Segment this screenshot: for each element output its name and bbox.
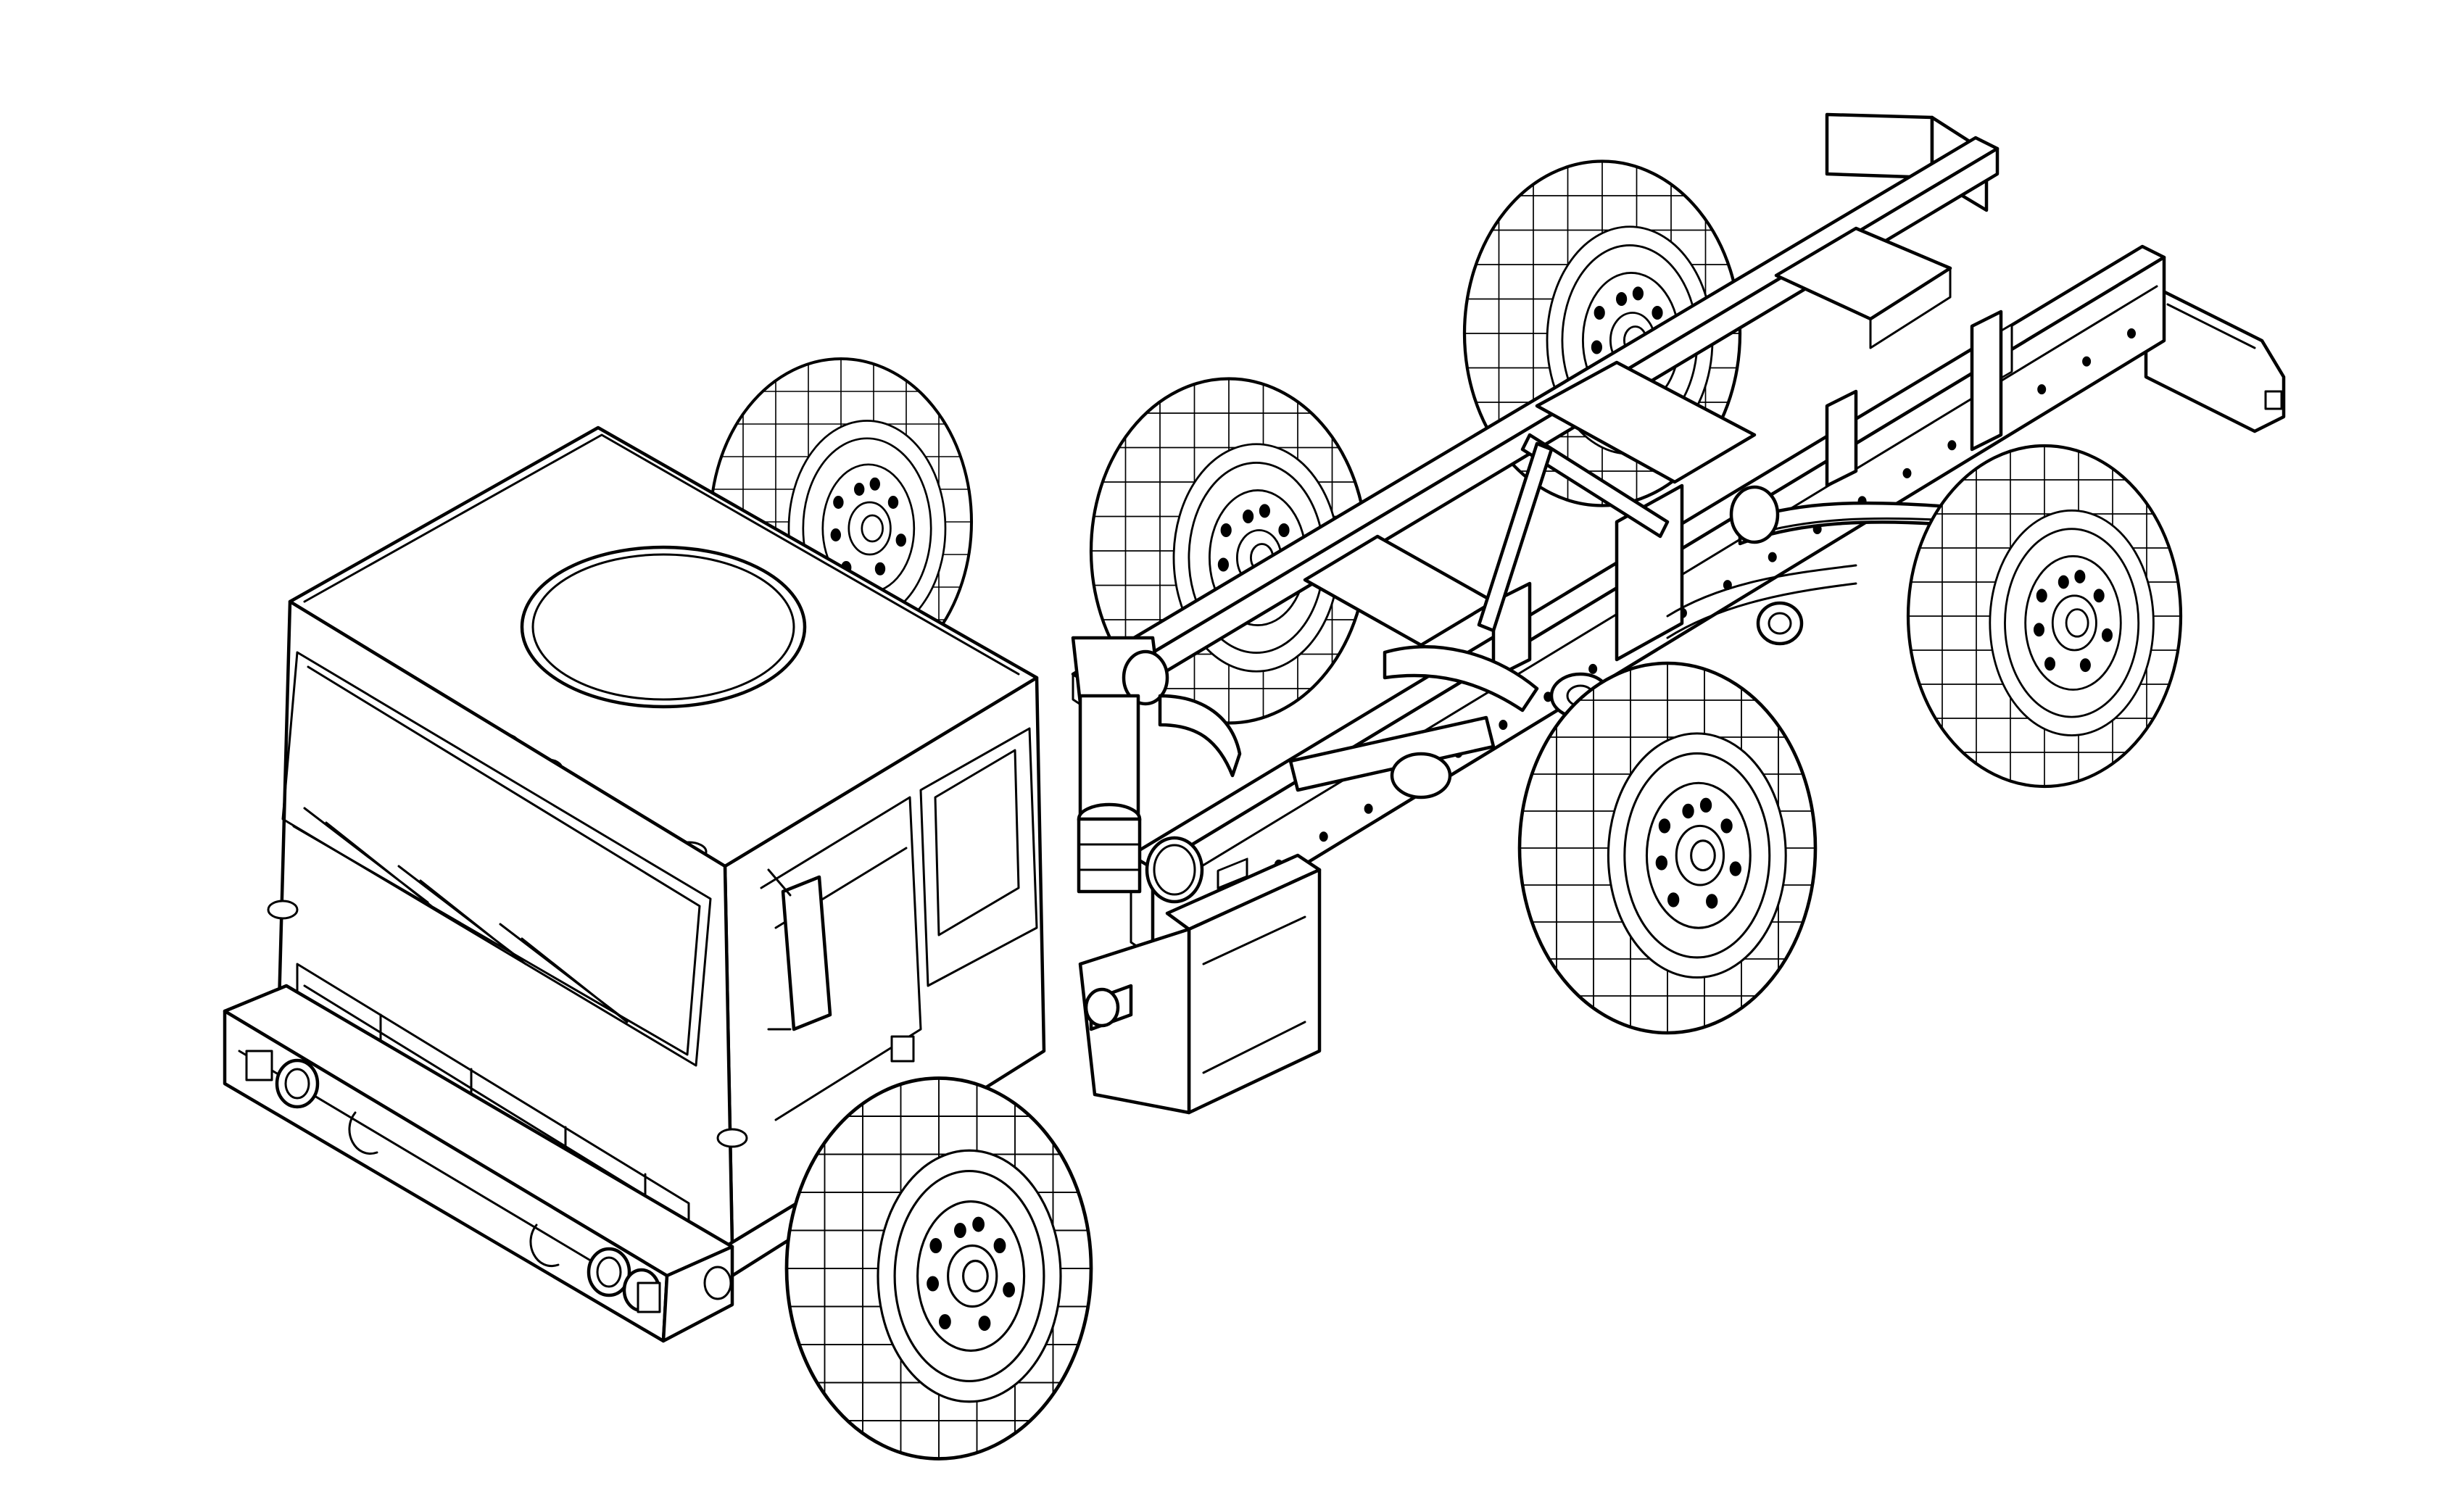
frame-rivet — [1364, 803, 1373, 814]
wheel-front-near — [787, 1079, 1091, 1459]
frame-rivet — [1319, 831, 1328, 842]
rear-crossmember-block — [1825, 112, 2286, 433]
frame-rivet — [1588, 663, 1598, 674]
frame-rivet — [1499, 720, 1508, 730]
fuel-tank — [1078, 836, 1322, 1115]
wheel-middle-near — [1520, 663, 1815, 1033]
frame-rivet — [2037, 384, 2047, 395]
frame-rivet — [2082, 356, 2092, 367]
frame-rivet — [1768, 552, 1777, 562]
chassis-frame — [1071, 136, 2166, 959]
front-bumper — [223, 984, 734, 1343]
exhaust-stack — [1071, 636, 1242, 894]
frame-rivet — [1947, 440, 1957, 451]
frame-rivet — [2127, 328, 2136, 338]
frame-rivet — [1902, 468, 1912, 478]
wheel-rear-near — [1908, 446, 2181, 786]
